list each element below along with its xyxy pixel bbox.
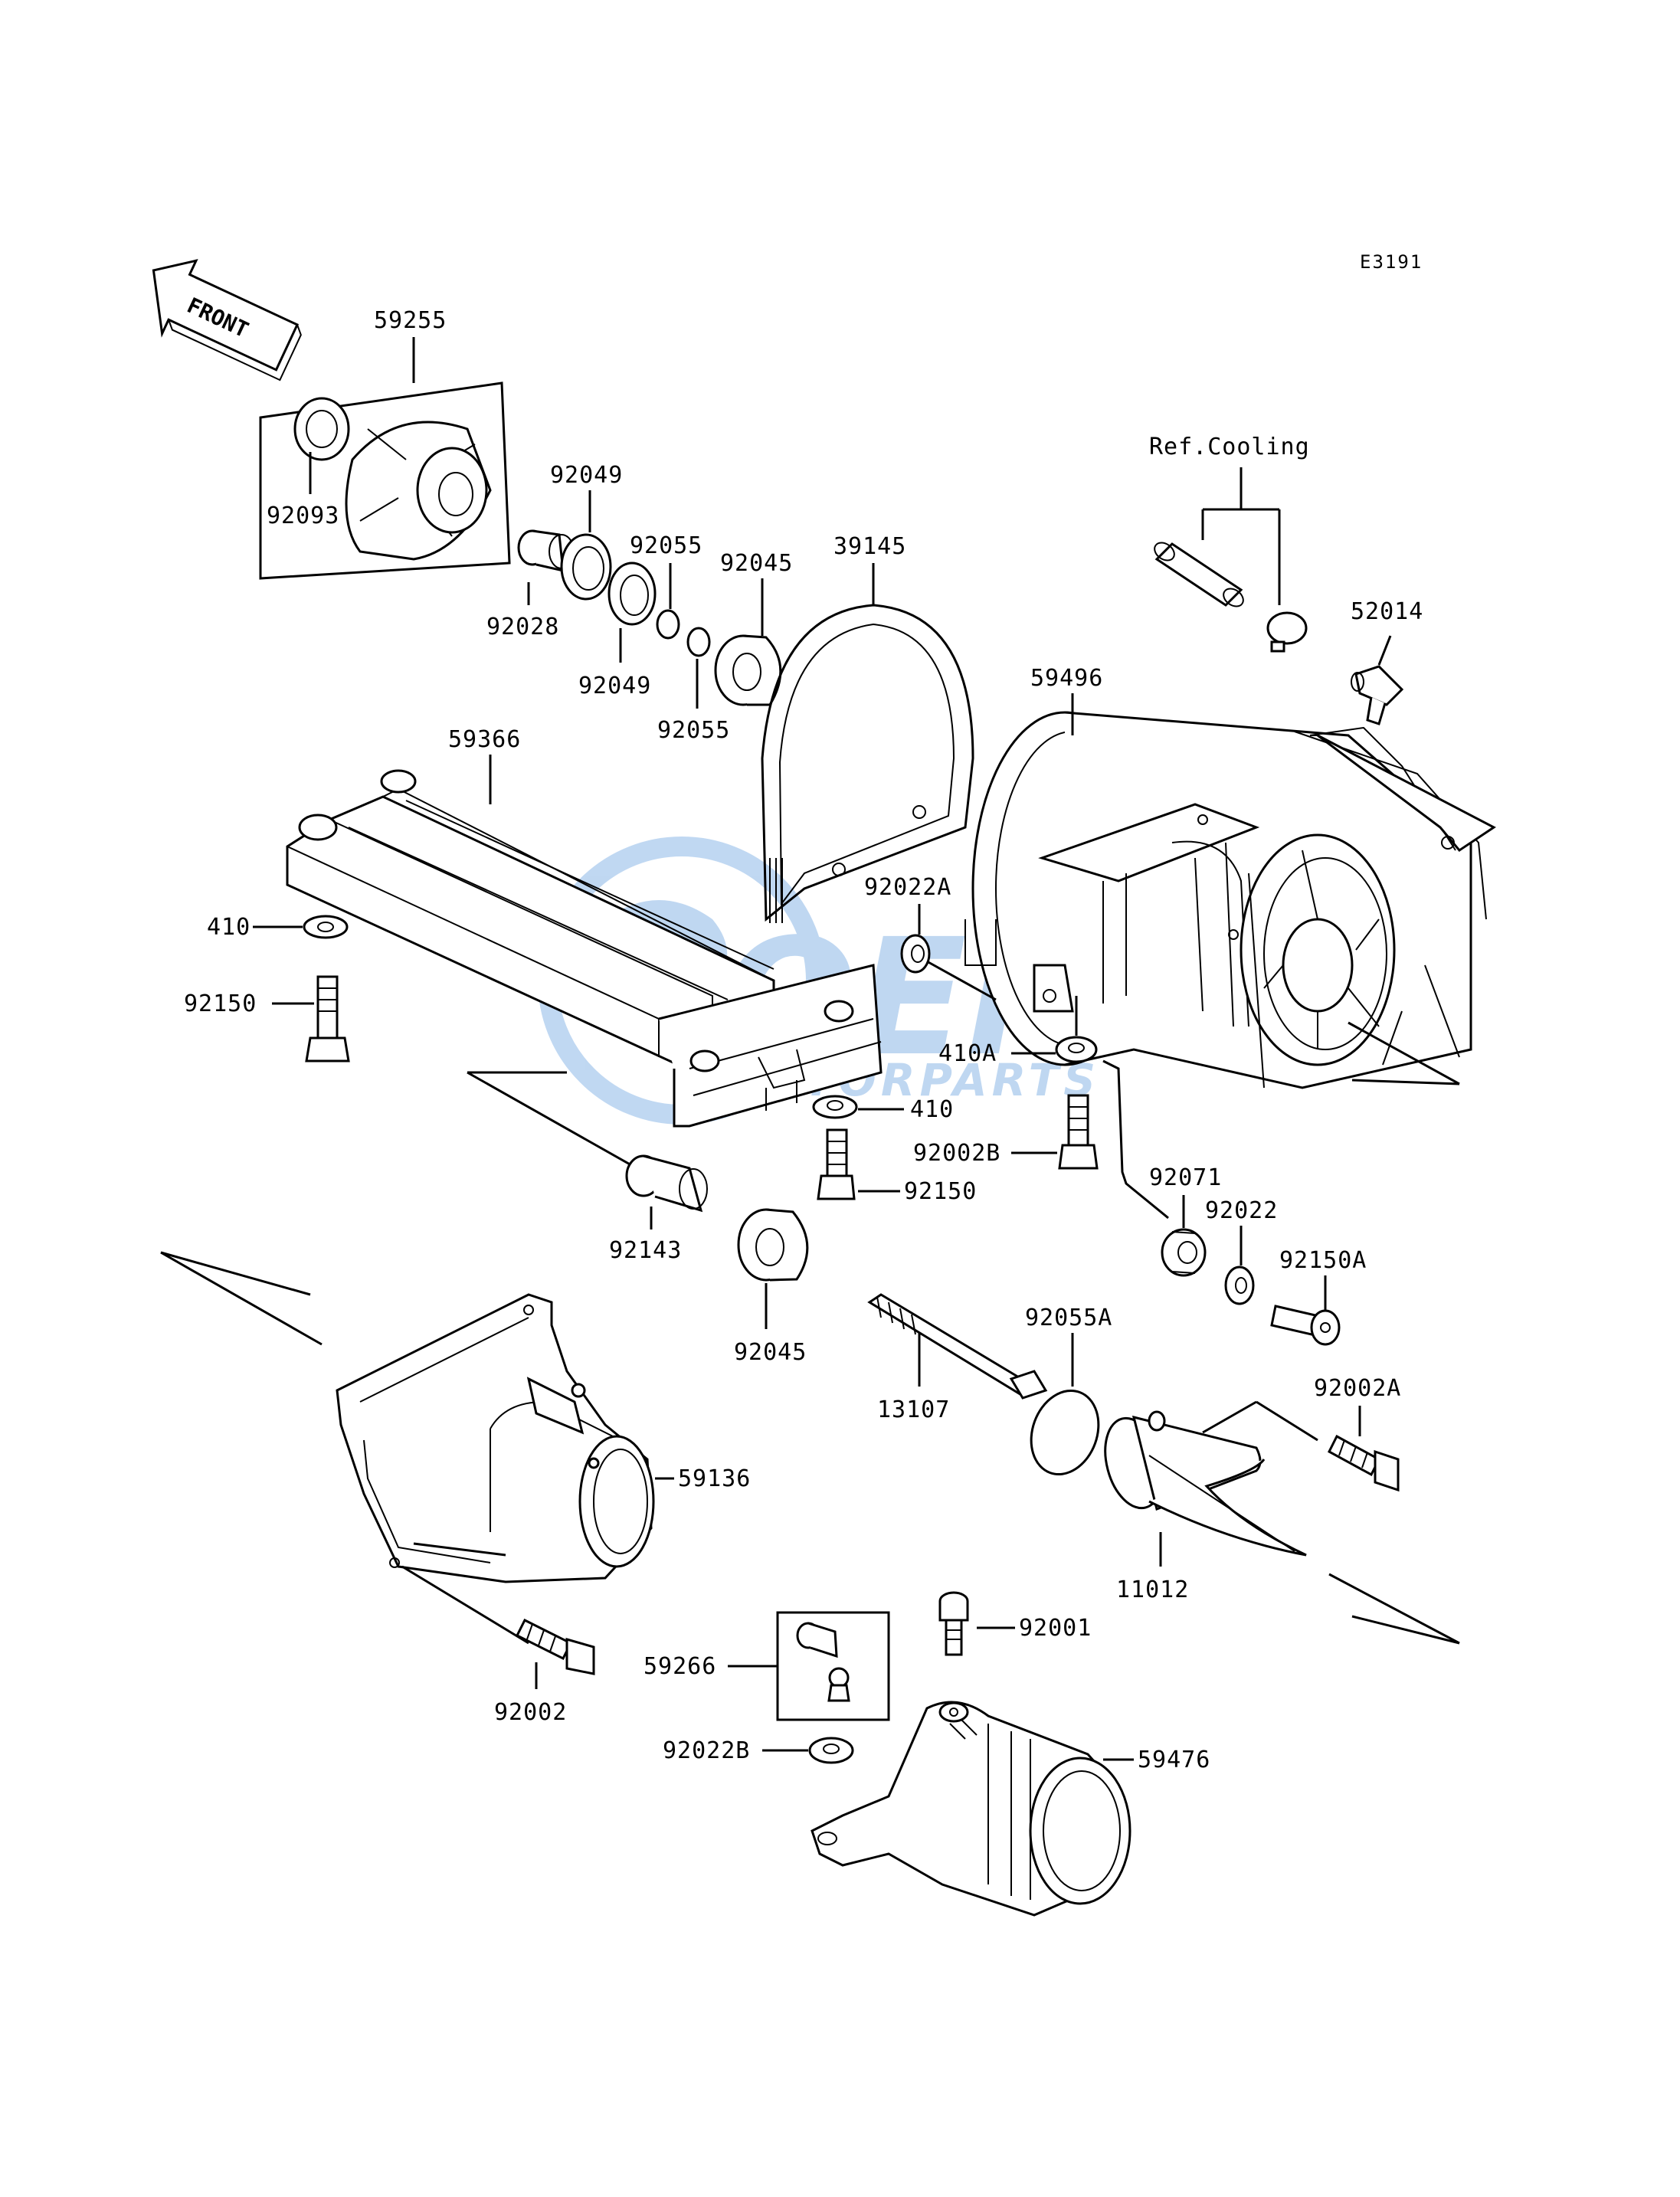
callout-92071: 92071 <box>1149 1164 1222 1191</box>
callout-59366: 59366 <box>448 726 521 753</box>
callout-92093: 92093 <box>267 503 339 529</box>
oil-seal-92049-lower <box>607 562 657 626</box>
intake-housing-59136 <box>336 1293 655 1583</box>
callout-59266: 59266 <box>644 1653 716 1680</box>
callout-92049-upper: 92049 <box>550 462 623 489</box>
bearing-92045-upper <box>714 634 782 706</box>
callout-59136: 59136 <box>678 1465 751 1492</box>
bolt-92001 <box>938 1591 969 1656</box>
callout-92055-lower: 92055 <box>657 717 730 744</box>
callout-92045-upper: 92045 <box>720 550 793 577</box>
o-ring-92055-upper <box>656 609 680 640</box>
grommet-92071 <box>1161 1228 1207 1277</box>
cooling-hose <box>1154 542 1244 607</box>
callout-92055-upper: 92055 <box>630 532 702 559</box>
bolt-92150-left <box>305 975 350 1062</box>
callout-410-left: 410 <box>207 914 251 941</box>
washer-410A <box>1055 1036 1098 1063</box>
bolt-92150-center <box>817 1128 856 1200</box>
callout-92049-lower: 92049 <box>578 673 651 699</box>
callout-92022B: 92022B <box>663 1737 750 1764</box>
washer-410-center <box>812 1095 858 1119</box>
callout-92002: 92002 <box>494 1699 567 1726</box>
callout-92022: 92022 <box>1205 1197 1278 1224</box>
bolt-92150A <box>1270 1305 1341 1346</box>
washer-92022A <box>900 934 931 974</box>
callout-92002B: 92002B <box>913 1140 1000 1167</box>
fitting-52014 <box>1351 665 1404 725</box>
callout-59496: 59496 <box>1030 665 1103 692</box>
callout-92150-left: 92150 <box>184 990 257 1017</box>
callout-11012: 11012 <box>1116 1577 1189 1603</box>
callout-410A: 410A <box>938 1040 997 1067</box>
ref-cooling-note: Ref.Cooling <box>1149 434 1310 460</box>
bolt-92002 <box>515 1618 595 1675</box>
bolt-92002B <box>1058 1094 1099 1170</box>
callout-92022A: 92022A <box>864 874 951 901</box>
shaft-13107 <box>867 1293 1048 1400</box>
callout-92001: 92001 <box>1019 1615 1092 1642</box>
pump-plate-59366 <box>286 769 883 1128</box>
callout-410-center: 410 <box>910 1096 954 1123</box>
hose-clamp <box>1266 611 1308 653</box>
callout-39145: 39145 <box>833 533 906 560</box>
callout-92045-lower: 92045 <box>734 1339 807 1366</box>
o-ring-92055-lower <box>686 627 711 657</box>
callout-59476: 59476 <box>1138 1747 1210 1773</box>
pump-case-59496 <box>964 711 1496 1089</box>
oil-seal-92049-upper <box>560 533 612 601</box>
impeller-assembly <box>259 381 511 580</box>
grease-fitting-59266 <box>776 1611 890 1721</box>
front-arrow-icon: FRONT <box>152 259 302 381</box>
bolt-92002A <box>1328 1434 1400 1492</box>
callout-52014: 52014 <box>1351 598 1423 625</box>
cone-11012 <box>1104 1410 1307 1557</box>
callout-92150A: 92150A <box>1279 1247 1367 1274</box>
gasket-39145 <box>761 604 974 923</box>
o-ring-92055A <box>1030 1389 1100 1476</box>
callout-92028: 92028 <box>486 614 559 640</box>
callout-92002A: 92002A <box>1314 1375 1401 1402</box>
collar-92143 <box>625 1154 708 1213</box>
bearing-92045-lower <box>737 1208 809 1282</box>
callout-13107: 13107 <box>877 1396 950 1423</box>
callout-59255: 59255 <box>374 307 447 334</box>
washer-410-left <box>303 915 349 939</box>
callout-92143: 92143 <box>609 1237 682 1264</box>
callout-92150-center: 92150 <box>904 1178 977 1205</box>
callout-92055A: 92055A <box>1025 1305 1112 1331</box>
steering-nozzle-59476 <box>811 1701 1131 1917</box>
washer-92022B <box>808 1737 854 1764</box>
diagram-code: E3191 <box>1360 251 1423 273</box>
washer-92022 <box>1224 1265 1255 1305</box>
